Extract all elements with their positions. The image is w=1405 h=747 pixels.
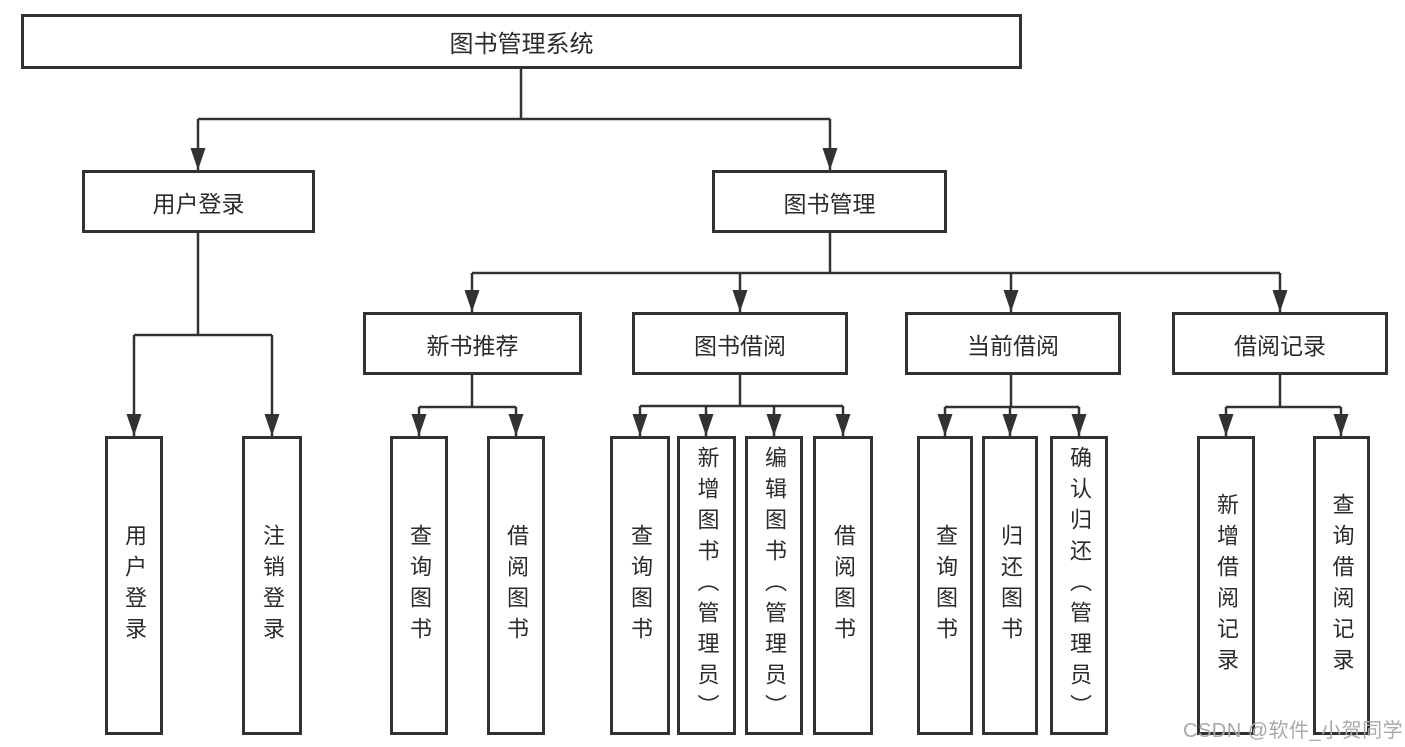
leaf-current-query-books: 查询图书 xyxy=(917,436,973,735)
leaf-current-confirm-return-admin: 确认归还（管理员） xyxy=(1050,436,1108,735)
leaf-records-add-record: 新增借阅记录 xyxy=(1197,436,1255,735)
leaf-logout: 注销登录 xyxy=(242,436,302,735)
leaf-records-query-record: 查询借阅记录 xyxy=(1313,436,1370,735)
leaf-borrow-edit-books-admin: 编辑图书（管理员） xyxy=(745,436,803,735)
node-book-management: 图书管理 xyxy=(712,170,947,233)
node-current-borrowing: 当前借阅 xyxy=(905,312,1121,375)
node-new-book-recommendation: 新书推荐 xyxy=(363,312,582,375)
leaf-recommend-query-books: 查询图书 xyxy=(390,436,448,735)
leaf-borrow-add-books-admin: 新增图书（管理员） xyxy=(677,436,736,735)
node-user-login: 用户登录 xyxy=(82,170,315,233)
node-borrowing-records: 借阅记录 xyxy=(1172,312,1388,375)
node-book-management-system: 图书管理系统 xyxy=(21,14,1022,69)
leaf-borrow-borrow-books: 借阅图书 xyxy=(813,436,873,735)
leaf-borrow-query-books: 查询图书 xyxy=(610,436,670,735)
leaf-current-return-books: 归还图书 xyxy=(982,436,1038,735)
watermark: CSDN @软件_小贺同学 xyxy=(1183,720,1404,742)
node-book-borrowing: 图书借阅 xyxy=(632,312,848,375)
leaf-recommend-borrow-books: 借阅图书 xyxy=(487,436,545,735)
leaf-user-login: 用户登录 xyxy=(105,436,163,735)
